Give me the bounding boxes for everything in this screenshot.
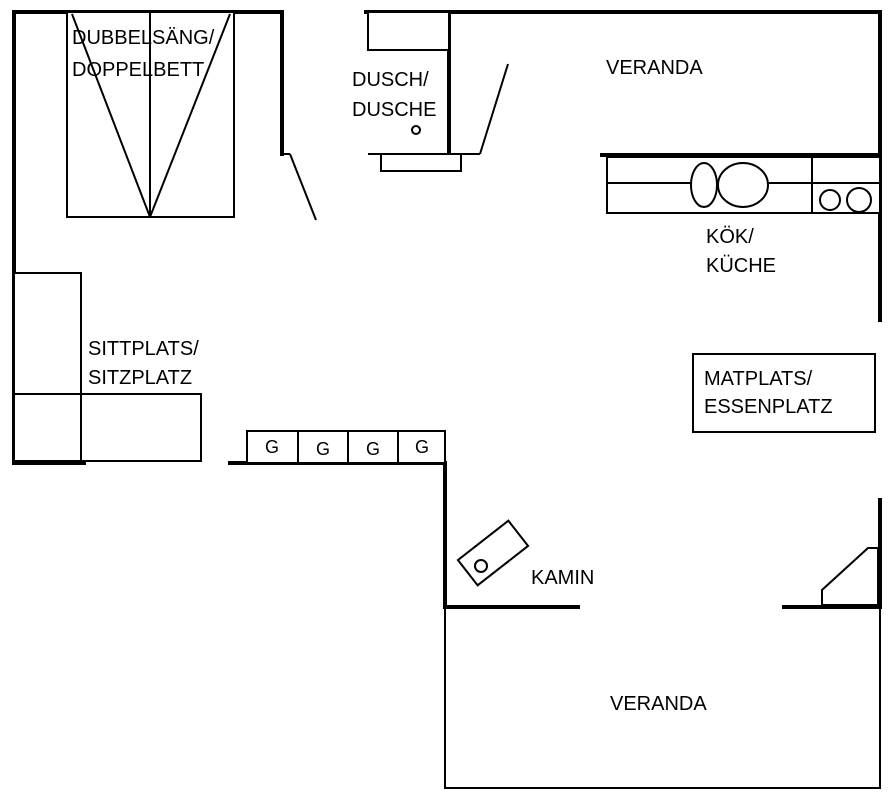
wall-top-right [364,10,882,322]
fireplace-unit [456,519,530,587]
fireplace-hearth-icon [474,559,488,573]
dining-table [692,353,876,433]
door-leaf-icon [289,153,317,221]
bedroom-door [282,153,317,221]
veranda-top-label: VERANDA [606,57,703,79]
wall-veranda-bottom [444,607,881,789]
sink-small-icon [690,162,718,208]
kitchen-label-line1: KÖK/ [706,226,754,248]
dining-label-line2: ESSENPLATZ [704,396,833,418]
shower-door-leaf-icon [479,63,509,155]
sink-large-icon [717,162,769,208]
stove-burner-left-icon [819,189,841,211]
bed-label-line1: DUBBELSÄNG/ [72,27,215,49]
sofa-seat [13,393,202,462]
veranda-bottom-label: VERANDA [610,693,707,715]
wardrobe-frame [246,430,446,464]
fireplace-label: KAMIN [531,567,594,589]
wardrobe: G G G G [246,430,446,464]
kitchen: KÖK/ KÜCHE [600,153,882,277]
seating-label-line1: SITTPLATS/ [88,338,199,360]
shower-step [380,153,462,172]
fireplace: KAMIN [456,519,594,589]
wardrobe-unit-3: G [366,439,380,459]
wardrobe-unit-2: G [316,439,330,459]
wall-interior-south [228,461,580,609]
double-bed: DUBBELSÄNG/ DOPPELBETT [66,11,235,218]
seating-label-line2: SITZPLATZ [88,367,192,389]
shower: DUSCH/ DUSCHE [352,11,509,172]
bed-cover-right [149,13,231,218]
shower-label-line2: DUSCHE [352,99,436,121]
corner-cabinet [821,547,879,606]
stove-burner-right-icon [846,187,872,213]
shower-cabinet [367,11,450,51]
wardrobe-unit-1: G [265,437,279,457]
dining-area: MATPLATS/ ESSENPLATZ [692,353,876,433]
shower-label-line1: DUSCH/ [352,69,429,91]
bed-label-line2: DOPPELBETT [72,59,204,81]
dining-label-line1: MATPLATS/ [704,368,813,390]
wardrobe-unit-4: G [415,437,429,457]
kitchen-label-line2: KÜCHE [706,255,776,277]
seating-area: SITTPLATS/ SITZPLATZ [13,272,202,464]
shower-drain-icon [411,125,421,135]
